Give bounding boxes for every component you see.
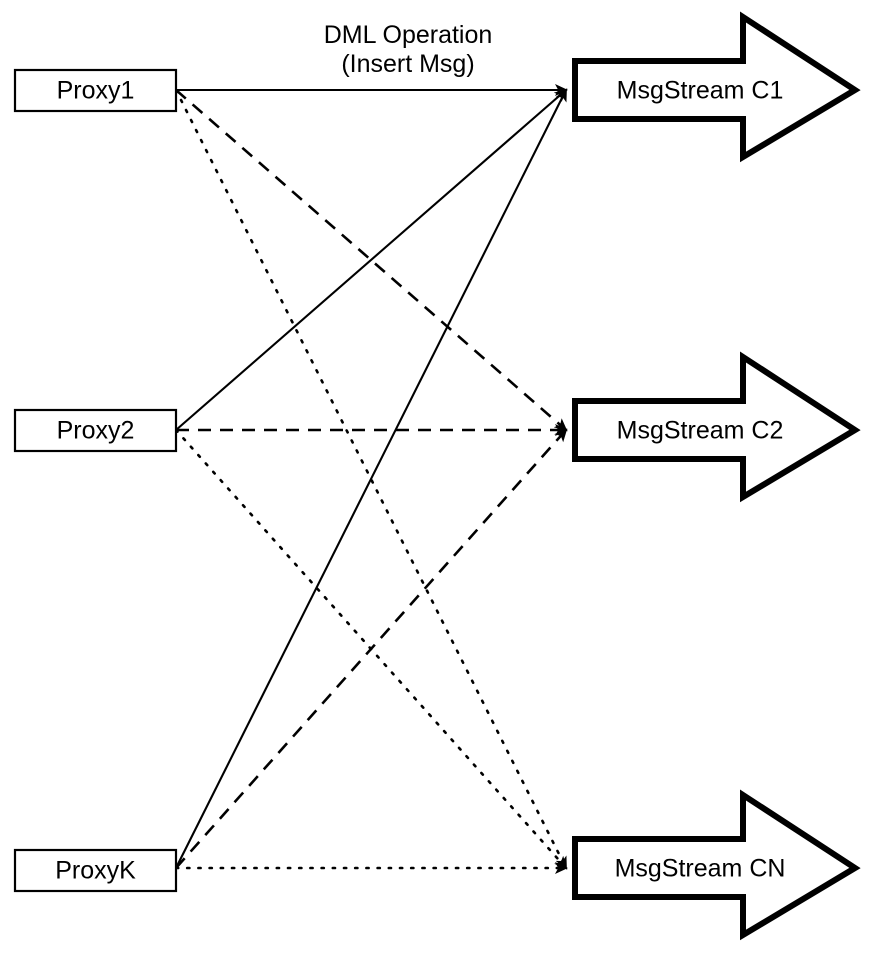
proxyk-box[interactable] [13, 848, 178, 893]
proxy2-box[interactable] [13, 408, 178, 453]
msgstream-c1-arrow-shape[interactable] [572, 11, 861, 163]
dml-operation-line1: DML Operation [324, 21, 493, 49]
msgstream-cn-label: MsgStream CN [615, 855, 786, 883]
producer-node-proxy2[interactable]: Proxy2 [13, 408, 178, 453]
producer-node-proxy1[interactable]: Proxy1 [13, 68, 178, 113]
proxy1-box[interactable] [13, 68, 178, 113]
msgstream-c2-arrow-shape[interactable] [572, 351, 861, 503]
stream-node-cn[interactable]: MsgStream CN [572, 789, 861, 941]
stream-node-c2[interactable]: MsgStream C2 [572, 351, 861, 503]
msgstream-cn-arrow-shape[interactable] [572, 789, 861, 941]
proxyk-label: ProxyK [55, 857, 136, 885]
stream-node-c1[interactable]: MsgStream C1 [572, 11, 861, 163]
msgstream-c2-label: MsgStream C2 [617, 417, 784, 445]
edge-proxy2-to-c1 [175, 88, 568, 431]
edge-proxyk-to-c1 [175, 88, 567, 869]
edge-proxy1-to-cn [174, 88, 568, 870]
dml-operation-annotation: DML Operation (Insert Msg) [324, 21, 493, 78]
edge-proxyk-to-c2 [175, 428, 568, 869]
dml-operation-line2: (Insert Msg) [341, 50, 474, 78]
producer-node-proxyk[interactable]: ProxyK [13, 848, 178, 893]
proxy1-label: Proxy1 [57, 77, 135, 105]
msgstream-c1-label: MsgStream C1 [617, 77, 784, 105]
proxy2-label: Proxy2 [57, 417, 135, 445]
edge-layer [174, 84, 568, 874]
